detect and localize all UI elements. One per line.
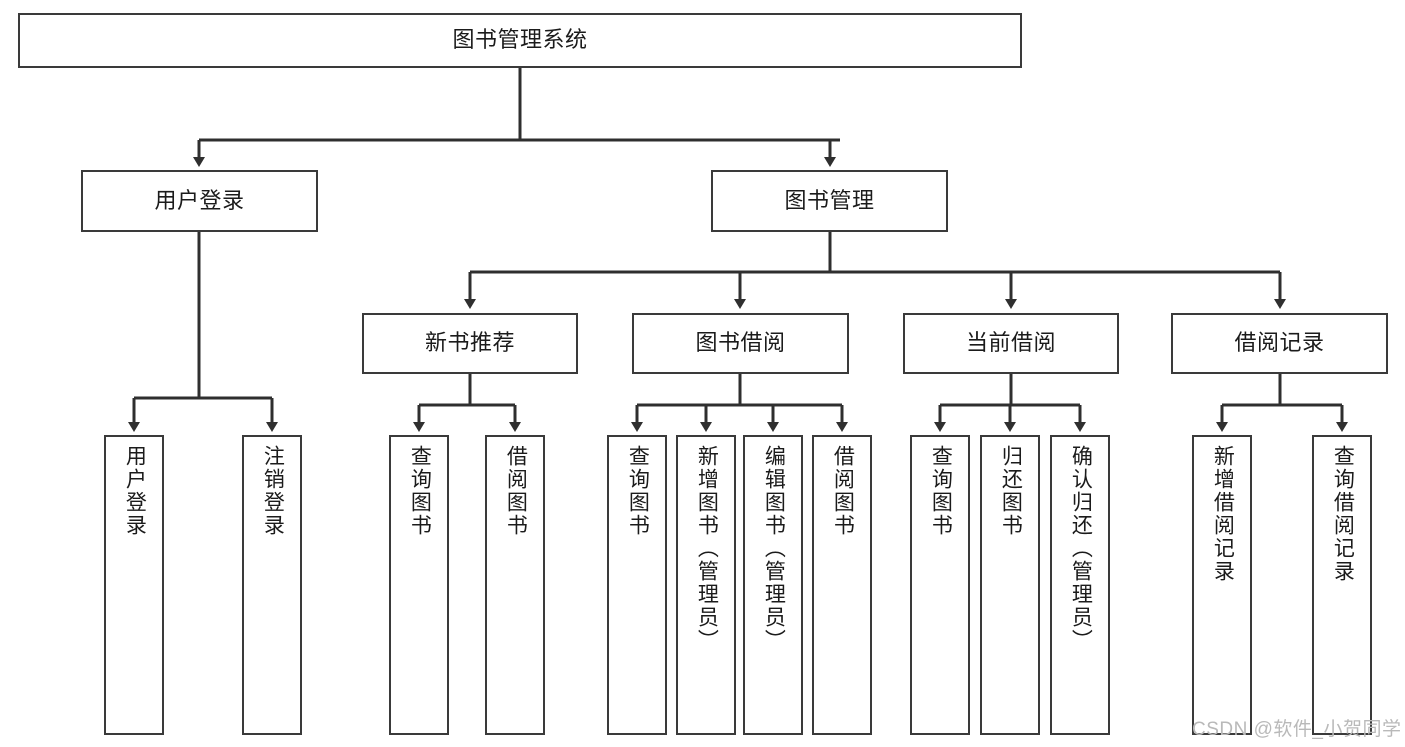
node-book-borrow[interactable]: 图书借阅	[632, 313, 849, 374]
leaf-node-label: 编辑图书（管理员）	[762, 445, 786, 652]
leaf-node-label: 查询图书	[408, 445, 432, 537]
node-current-borrow[interactable]: 当前借阅	[903, 313, 1119, 374]
leaf-node[interactable]: 查询图书	[607, 435, 667, 735]
leaf-node[interactable]: 查询借阅记录	[1312, 435, 1372, 735]
csdn-watermark-label: CSDN @软件_小贺同学	[1192, 719, 1402, 740]
node-borrow-records[interactable]: 借阅记录	[1171, 313, 1388, 374]
leaf-node-label: 注销登录	[261, 445, 285, 537]
leaf-node[interactable]: 注销登录	[242, 435, 302, 735]
leaf-node-label: 借阅图书	[504, 445, 528, 537]
leaf-node[interactable]: 用户登录	[104, 435, 164, 735]
leaf-node-label: 借阅图书	[831, 445, 855, 537]
leaf-node[interactable]: 确认归还（管理员）	[1050, 435, 1110, 735]
node-borrow-records-label: 借阅记录	[1234, 330, 1325, 356]
leaf-node[interactable]: 查询图书	[910, 435, 970, 735]
leaf-node-label: 查询图书	[929, 445, 953, 537]
leaf-node-label: 用户登录	[123, 445, 147, 537]
node-new-book-recommend[interactable]: 新书推荐	[362, 313, 578, 374]
leaf-node-label: 查询图书	[626, 445, 650, 537]
leaf-node-label: 确认归还（管理员）	[1069, 445, 1093, 652]
leaf-node-label: 归还图书	[999, 445, 1023, 537]
node-root-label: 图书管理系统	[452, 27, 588, 53]
node-book-management-label: 图书管理	[784, 187, 875, 213]
node-book-borrow-label: 图书借阅	[695, 330, 786, 356]
leaf-node-label: 查询借阅记录	[1331, 445, 1355, 583]
node-root[interactable]: 图书管理系统	[18, 13, 1022, 68]
node-user-login[interactable]: 用户登录	[81, 170, 318, 232]
leaf-node[interactable]: 查询图书	[389, 435, 449, 735]
node-book-management[interactable]: 图书管理	[711, 170, 948, 232]
leaf-node[interactable]: 新增借阅记录	[1192, 435, 1252, 735]
csdn-watermark: CSDN @软件_小贺同学	[1192, 714, 1401, 741]
leaf-node[interactable]: 归还图书	[980, 435, 1040, 735]
node-new-book-recommend-label: 新书推荐	[424, 330, 515, 356]
leaf-node-label: 新增借阅记录	[1211, 445, 1235, 583]
leaf-node[interactable]: 编辑图书（管理员）	[743, 435, 803, 735]
node-current-borrow-label: 当前借阅	[965, 330, 1056, 356]
leaf-node[interactable]: 借阅图书	[485, 435, 545, 735]
leaf-node-label: 新增图书（管理员）	[695, 445, 719, 652]
leaf-node[interactable]: 新增图书（管理员）	[676, 435, 736, 735]
node-user-login-label: 用户登录	[154, 187, 245, 213]
leaf-node[interactable]: 借阅图书	[812, 435, 872, 735]
